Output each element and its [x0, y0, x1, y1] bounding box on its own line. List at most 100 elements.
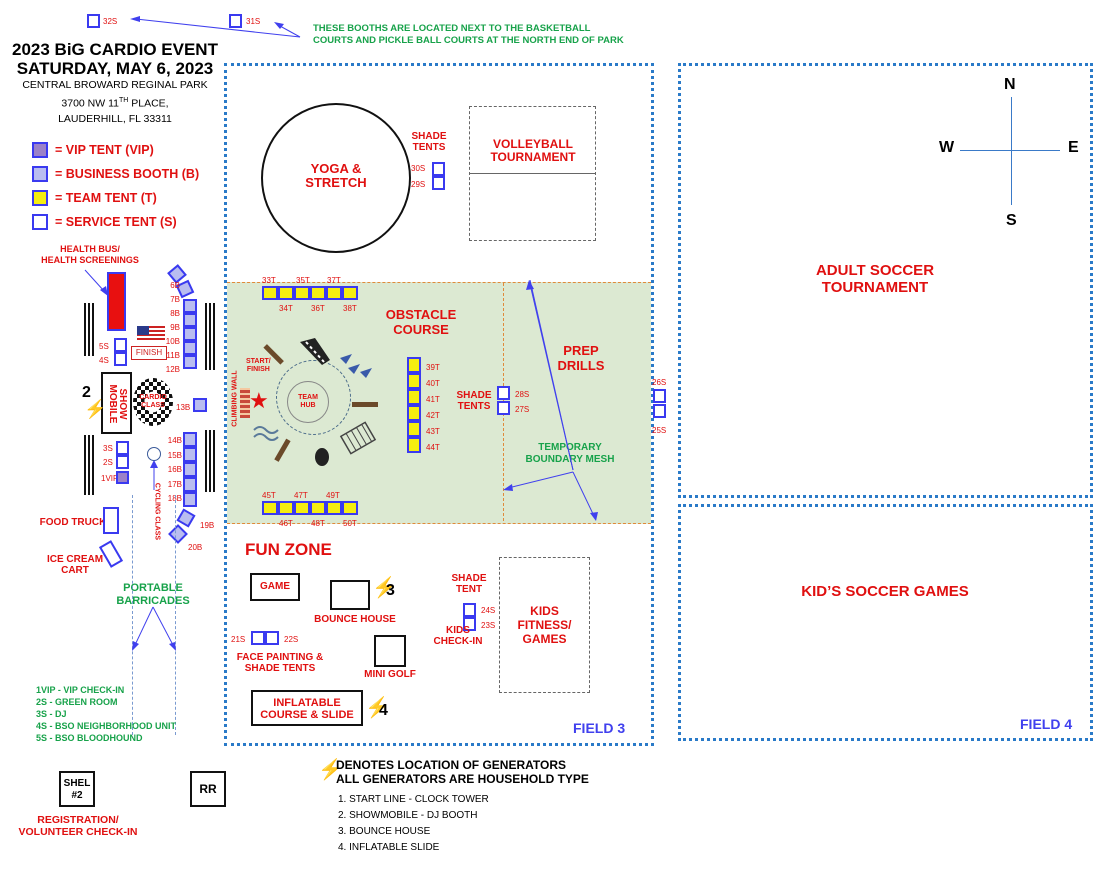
booth-5s-label: 5S [99, 342, 109, 351]
booths-14b-18b [183, 432, 197, 507]
booth-21s-label: 21S [231, 635, 246, 644]
legend: = VIP TENT (VIP) = BUSINESS BOOTH (B) = … [32, 138, 199, 234]
booth-5s [114, 338, 127, 352]
booth-24s-label: 24S [481, 606, 496, 615]
booth-19b-label: 19B [200, 521, 215, 530]
booth-4s [114, 352, 127, 366]
generator-2-icon: ⚡ [84, 399, 107, 419]
bounce-house-label: BOUNCE HOUSE [314, 614, 396, 625]
shelter-2: SHEL#2 [59, 771, 95, 807]
t37-label: 37T [327, 276, 341, 285]
t46-label: 46T [279, 519, 293, 528]
booth-13b [193, 398, 207, 412]
booth-22s-label: 22S [284, 635, 299, 644]
field-4-bottom [678, 504, 1093, 741]
legend-team-swatch [32, 190, 48, 206]
health-bus [107, 272, 126, 331]
barricade-arrows [132, 606, 176, 651]
booth-32s [87, 14, 100, 28]
booth-27s-label: 27S [515, 405, 530, 414]
cycling-class-circle [147, 447, 161, 461]
cardio-class-area [133, 378, 173, 426]
field-4-label: FIELD 4 [1020, 716, 1073, 732]
booth-2s-label: 2S [103, 458, 113, 467]
event-title: 2023 BiG CARDIO EVENT SATURDAY, MAY 6, 2… [12, 40, 218, 125]
generator-4-icon: ⚡ [365, 697, 390, 719]
booth-21s [251, 631, 265, 645]
food-truck-label: FOOD TRUCK [39, 517, 107, 528]
field-3 [224, 63, 654, 746]
booth-28s [497, 386, 510, 400]
booth-20b [168, 524, 188, 544]
compass-horizontal [960, 150, 1060, 151]
bleacher-4 [205, 430, 216, 492]
booth-28s-label: 28S [515, 390, 530, 399]
generator-3-number: 3 [386, 582, 395, 599]
cycling-arrow [150, 460, 158, 490]
volleyball-net [469, 173, 596, 174]
field-4-top [678, 63, 1093, 498]
restroom: RR [190, 771, 226, 807]
mini-golf-label: MINI GOLF [364, 669, 416, 680]
booth-1vip [116, 471, 129, 484]
team-tents-top [262, 286, 358, 300]
kids-soccer-label: KID’S SOCCER GAMES [801, 583, 969, 600]
generator-legend-heading: DENOTES LOCATION OF GENERATORS ALL GENER… [336, 758, 589, 786]
yoga-circle [261, 103, 411, 253]
obstacle-course-loop [276, 360, 351, 435]
game-box: GAME [250, 573, 300, 601]
booth-27s [497, 401, 510, 415]
booth-31s-label: 31S [246, 17, 261, 26]
bleacher-1 [84, 303, 95, 356]
field-3-label: FIELD 3 [573, 720, 626, 736]
booth-26s [653, 389, 666, 403]
booth-26s-label: 26S [652, 378, 667, 387]
compass-west: W [939, 139, 955, 156]
booth-3s [116, 441, 129, 455]
t36-label: 36T [311, 304, 325, 313]
generator-2-number: 2 [82, 384, 91, 401]
booth-29s [432, 176, 445, 190]
food-truck [103, 507, 119, 534]
generator-list: 1. START LINE - CLOCK TOWER 2. SHOWMOBIL… [338, 794, 489, 853]
booth-1vip-label: 1VIP [101, 474, 119, 483]
booth-2s [116, 455, 129, 469]
t35-label: 35T [296, 276, 310, 285]
t33-label: 33T [262, 276, 276, 285]
us-flag-icon [137, 326, 165, 342]
t49-label: 49T [326, 491, 340, 500]
booths-8b-12b [183, 299, 197, 369]
health-bus-label: HEALTH BUS/HEALTH SCREENINGS [41, 244, 139, 265]
barricade-line-2 [175, 495, 176, 735]
climbing-wall-icon [240, 388, 250, 418]
booth-23s [463, 617, 476, 631]
t45-label: 45T [262, 491, 276, 500]
t34-label: 34T [279, 304, 293, 313]
barricade-line-1 [132, 495, 133, 735]
generator-4-number: 4 [379, 702, 388, 719]
team-hub [287, 381, 329, 423]
fun-zone-label: FUN ZONE [245, 540, 332, 559]
kids-fitness-area [499, 557, 590, 693]
mesh-arrows [503, 280, 598, 521]
booth-4s-label: 4S [99, 356, 109, 365]
booth-23s-label: 23S [481, 621, 496, 630]
service-key: 1VIP - VIP CHECK-IN 2S - GREEN ROOM 3S -… [36, 685, 177, 743]
obstacle-icons [253, 338, 378, 466]
legend-business-swatch [32, 166, 48, 182]
